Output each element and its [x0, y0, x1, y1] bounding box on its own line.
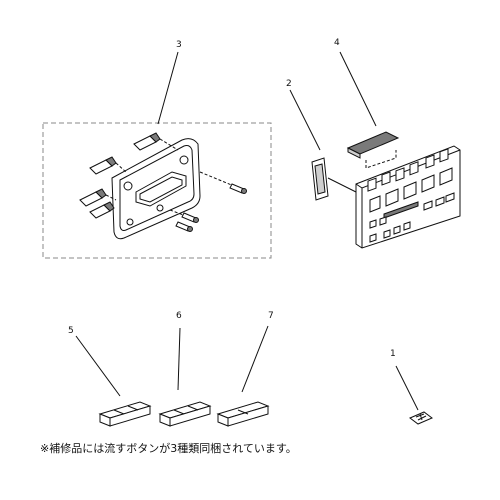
plate-cutout-inner	[139, 176, 183, 203]
button-divider	[237, 409, 249, 415]
screw	[175, 221, 193, 232]
panel-slot	[383, 201, 419, 219]
panel-large-button	[439, 167, 453, 186]
panel-small-button	[403, 221, 411, 231]
panel-button	[409, 161, 419, 176]
plate-hole	[179, 155, 189, 165]
panel-small-button	[393, 225, 401, 235]
plate-hole	[156, 204, 164, 212]
panel-large-button	[421, 174, 435, 193]
panel-large-button	[385, 188, 399, 207]
control-panel	[355, 145, 461, 249]
part-6-flush-button	[158, 401, 212, 427]
panel-button	[367, 177, 377, 192]
panel-small-button	[369, 233, 377, 243]
wall-anchor	[89, 201, 115, 219]
plate-hole	[126, 218, 134, 226]
button-divider	[187, 405, 199, 411]
footnote: ※補修品には流すボタンが3種類同梱されています。	[40, 442, 297, 455]
leader-line	[395, 365, 419, 411]
button-divider	[113, 409, 125, 415]
leader-line	[157, 51, 179, 125]
plate-cutout	[135, 171, 187, 207]
panel-button	[381, 171, 391, 186]
gasket-guide-line	[327, 177, 357, 193]
button-divider	[127, 405, 139, 411]
panel-button	[425, 154, 435, 169]
panel-small-button	[379, 216, 387, 226]
part-2-gasket	[311, 157, 357, 201]
callout-6: 6	[176, 311, 182, 321]
panel-large-button	[369, 195, 381, 213]
part-3-mounting-bracket-assembly	[42, 122, 272, 259]
wall-anchor	[79, 188, 117, 207]
part-1-label	[395, 365, 433, 425]
panel-small-button	[435, 196, 445, 207]
top-cover-guide	[365, 150, 397, 169]
wall-anchor	[133, 132, 179, 151]
leader-line	[339, 51, 377, 127]
part-7-flush-button	[216, 401, 270, 427]
button-divider	[173, 409, 185, 415]
wall-anchor	[89, 156, 127, 175]
part-5-flush-button	[98, 401, 152, 427]
leader-line	[177, 327, 181, 391]
leader-line	[241, 325, 269, 393]
leader-line	[75, 335, 121, 397]
panel-small-button	[369, 219, 377, 229]
panel-small-button	[383, 229, 391, 239]
gasket-inner	[314, 163, 326, 195]
panel-button	[439, 148, 449, 163]
screw	[199, 171, 247, 194]
callout-4: 4	[334, 38, 340, 48]
panel-small-button	[445, 192, 455, 203]
callout-5: 5	[68, 326, 74, 336]
plate-hole	[123, 181, 133, 191]
panel-large-button	[403, 181, 417, 200]
assembly-dashed-frame	[42, 122, 272, 259]
callout-2: 2	[286, 79, 292, 89]
leader-line	[289, 89, 321, 151]
panel-button	[395, 167, 405, 182]
callout-3: 3	[176, 40, 182, 50]
button-front	[227, 405, 269, 427]
callout-7: 7	[268, 311, 274, 321]
top-cover-face	[346, 131, 400, 155]
callout-1: 1	[390, 349, 396, 359]
screw	[169, 209, 199, 223]
label-mark	[415, 413, 427, 421]
panel-small-button	[423, 200, 433, 211]
top-cover-side	[347, 147, 361, 159]
part-4-top-cover	[346, 131, 400, 169]
